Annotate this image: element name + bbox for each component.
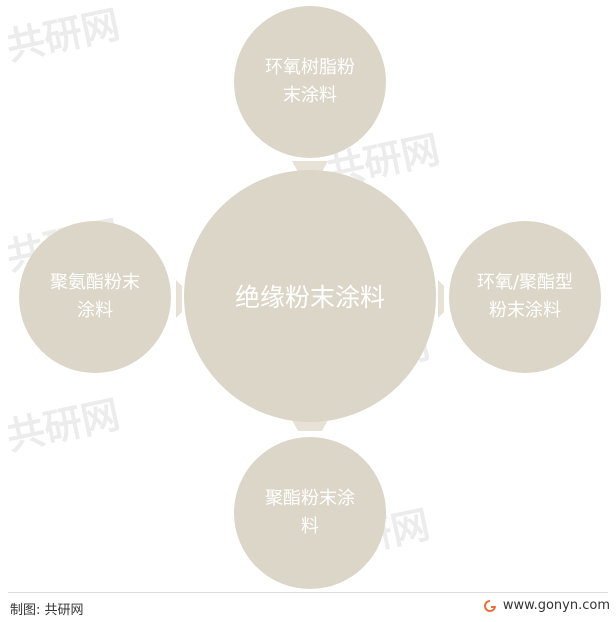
source-credit: 制图: 共研网 [10,603,84,618]
center-circle [184,170,436,422]
connector-bottom [292,420,328,431]
footer-website[interactable]: www.gonyn.com [483,598,610,613]
node-right-circle [449,221,601,373]
connectors [176,161,444,431]
node-top-circle [234,6,386,158]
connector-left [176,280,182,318]
connector-top [292,161,328,172]
connector-right [438,280,444,318]
node-left-circle [19,221,171,373]
gonyn-logo-icon [483,599,496,612]
website-text[interactable]: www.gonyn.com [502,598,610,613]
node-bottom-circle [234,437,386,589]
footer-divider [8,592,608,593]
